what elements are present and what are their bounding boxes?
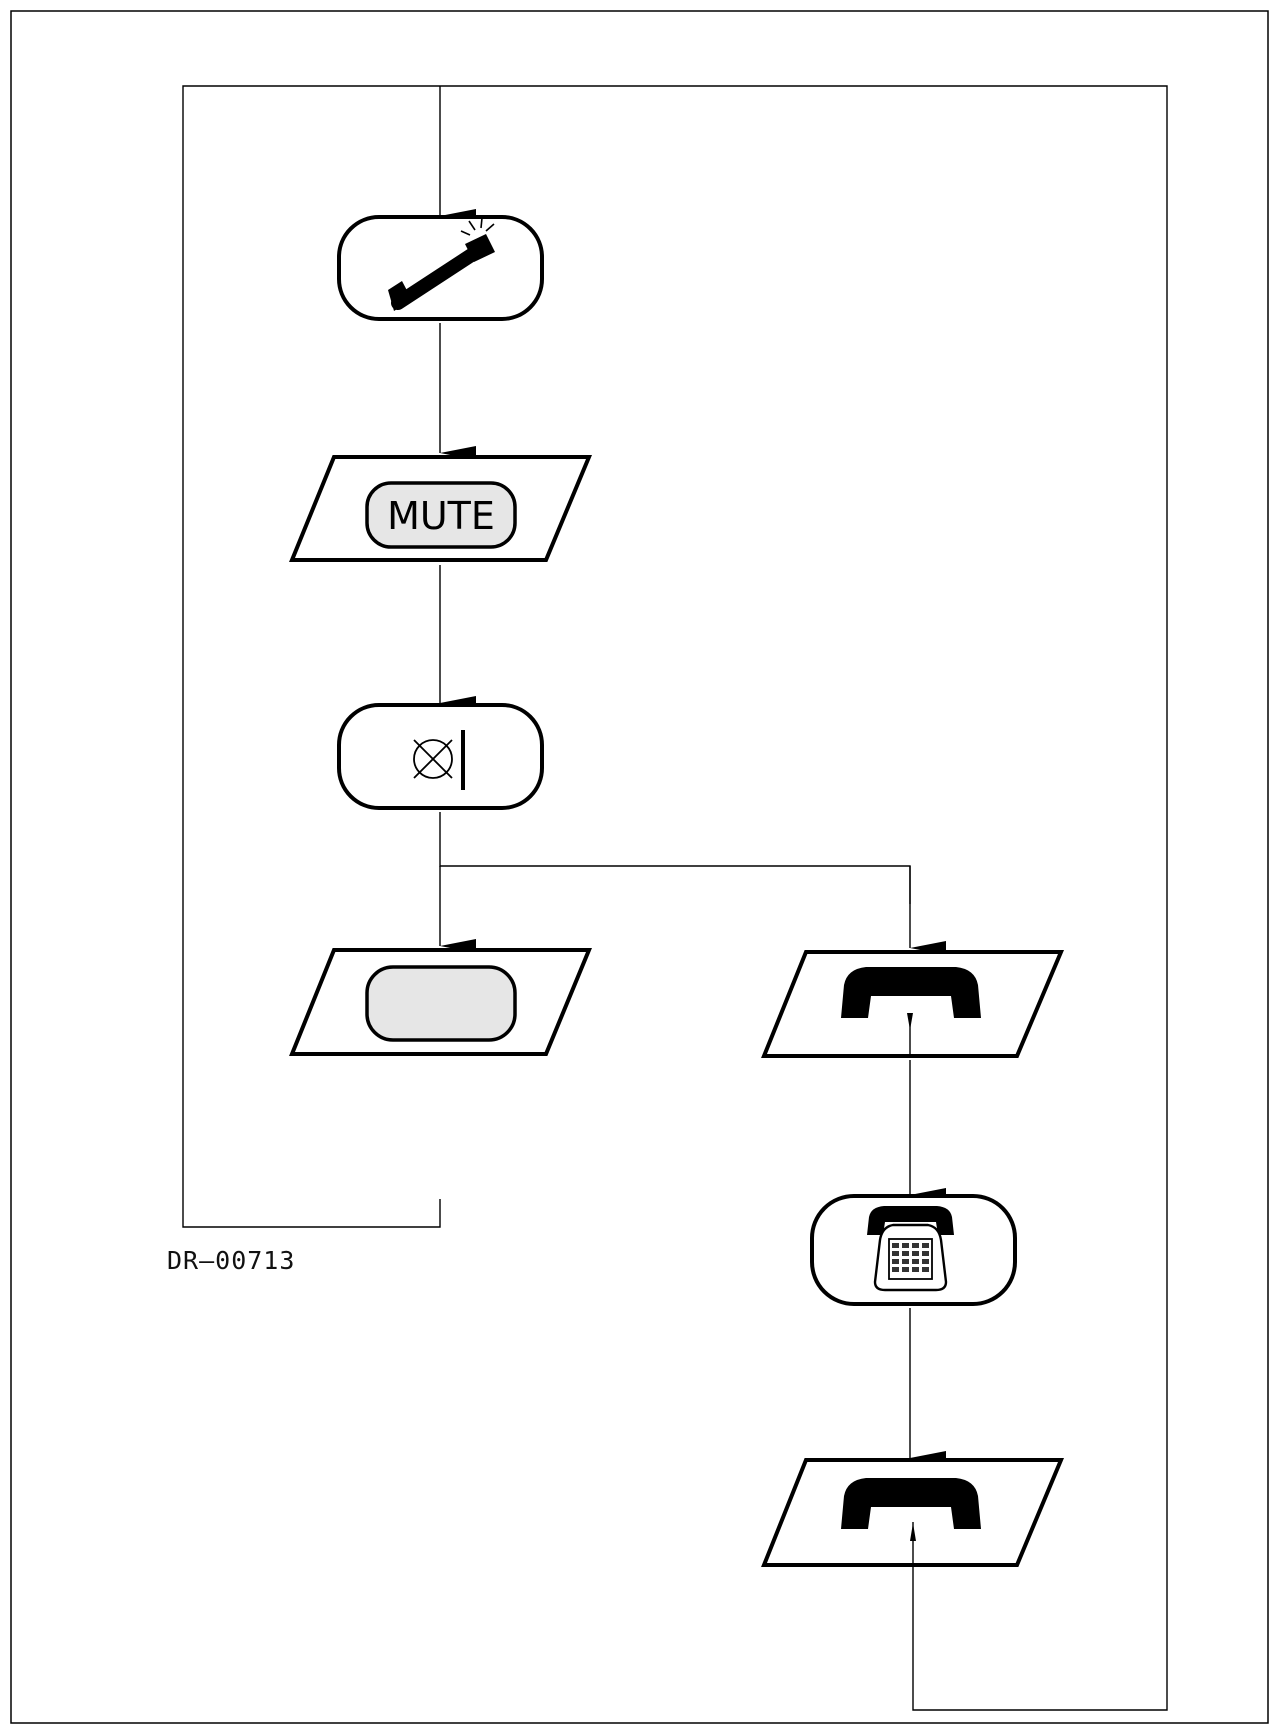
handset-up-icon: [841, 1478, 981, 1529]
step-telephone-idle: [810, 1194, 1017, 1306]
branch-line: [439, 812, 911, 904]
handset-down-icon: [841, 967, 981, 1018]
step-press-button: [289, 948, 592, 1056]
unlabeled-button: [365, 965, 517, 1042]
step-incoming-call: [337, 215, 544, 321]
step-press-mute: MUTE: [289, 455, 593, 562]
page-frame: [10, 10, 1269, 1724]
step-lift-handset: [761, 1458, 1065, 1567]
connectors: [182, 85, 1168, 1711]
step-microphone-muted: [337, 703, 544, 810]
mute-button: [365, 481, 517, 549]
desk-telephone-icon: [867, 1206, 954, 1292]
muted-speaker-icon: [413, 730, 465, 790]
ringing-handset-icon: [388, 217, 495, 311]
drawing-reference: DR—00713: [167, 1246, 295, 1275]
loop-line: [182, 85, 1168, 1711]
mute-button-label: MUTE: [387, 494, 495, 538]
step-replace-handset: [761, 950, 1065, 1058]
